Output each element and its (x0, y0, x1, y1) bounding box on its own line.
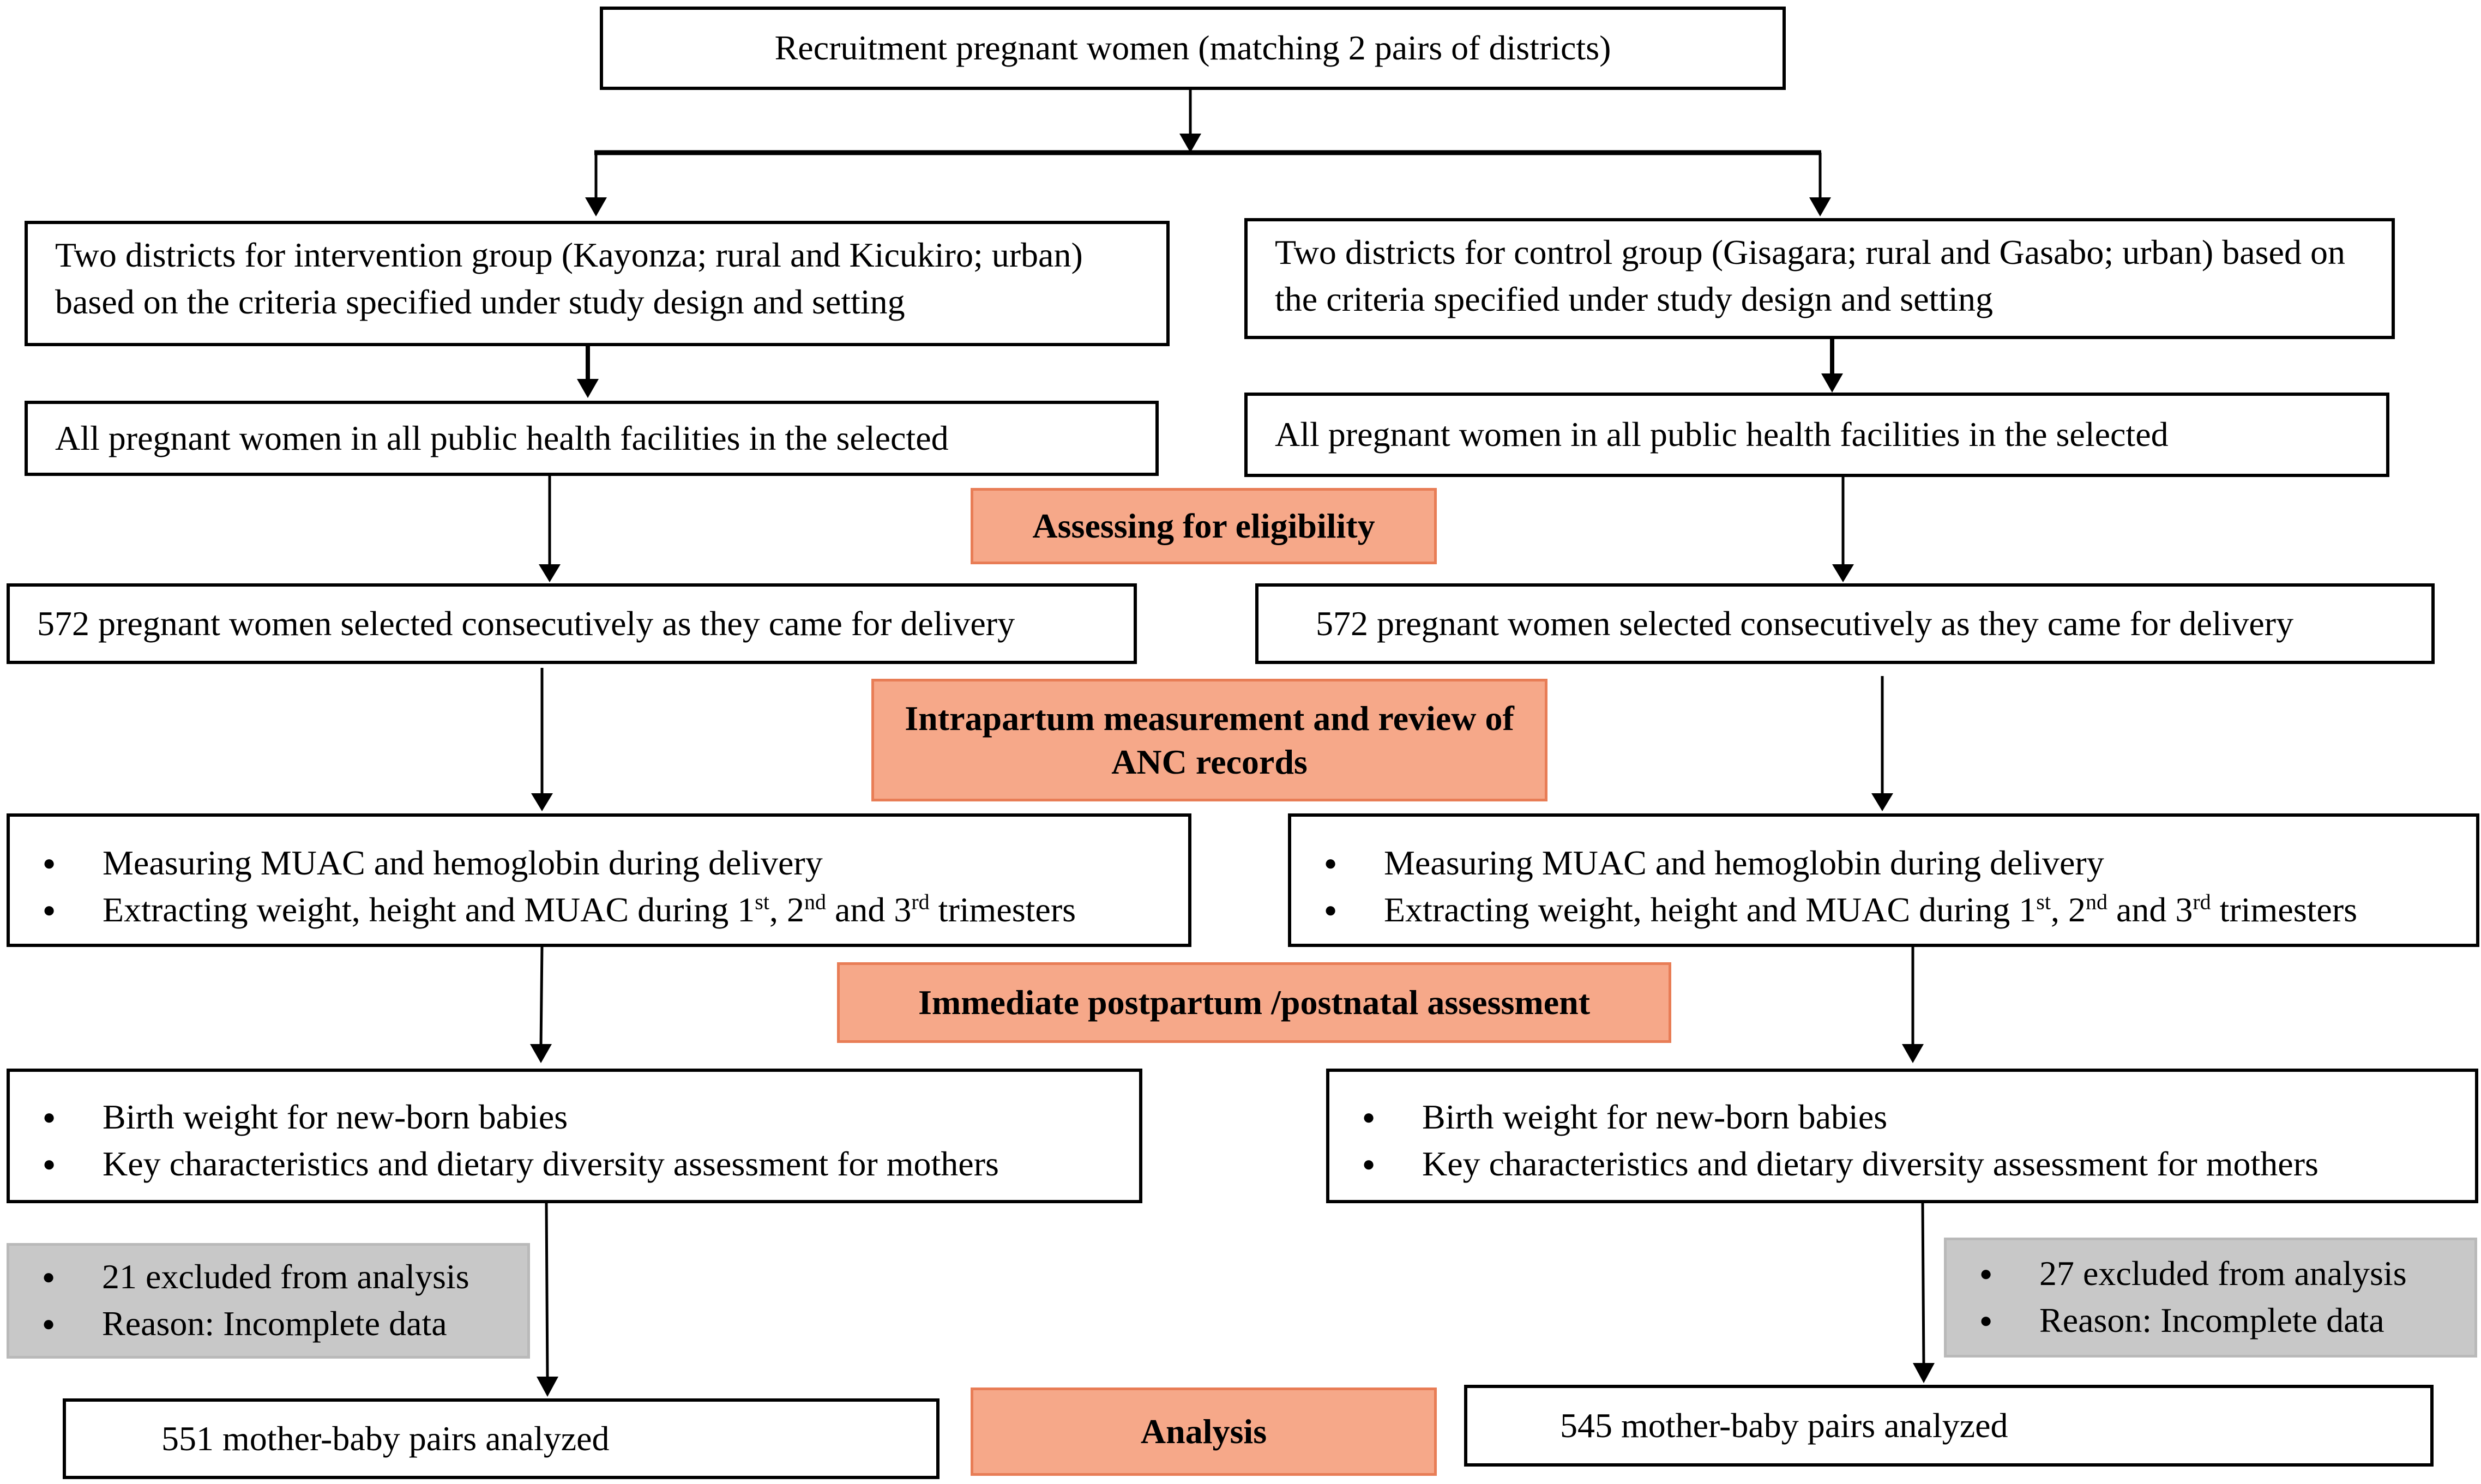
intervention-excluded-box: 21 excluded from analysis Reason: Incomp… (7, 1243, 530, 1359)
intervention-all-women-box: All pregnant women in all public health … (25, 401, 1159, 476)
stage-postpartum-label: Immediate postpartum /postnatal assessme… (918, 983, 1590, 1022)
control-excluded-item-2: Reason: Incomplete data (1968, 1297, 2474, 1344)
control-measurement-box: Measuring MUAC and hemoglobin during del… (1288, 813, 2479, 947)
intervention-analyzed-text: 551 mother-baby pairs analyzed (161, 1419, 610, 1458)
stage-eligibility: Assessing for eligibility (971, 488, 1437, 564)
stage-intrapartum-label: Intrapartum measurement and review of AN… (905, 698, 1514, 781)
intervention-measure-item-1: Measuring MUAC and hemoglobin during del… (32, 840, 1188, 886)
control-postpartum-box: Birth weight for new-born babies Key cha… (1326, 1069, 2478, 1203)
intervention-post-item-1: Birth weight for new-born babies (32, 1094, 1139, 1141)
control-selected-box: 572 pregnant women selected consecutivel… (1255, 583, 2435, 664)
control-analyzed-box: 545 mother-baby pairs analyzed (1464, 1385, 2434, 1467)
recruitment-text: Recruitment pregnant women (matching 2 p… (774, 28, 1611, 68)
control-selected-text: 572 pregnant women selected consecutivel… (1316, 604, 2294, 643)
intervention-all-women-text: All pregnant women in all public health … (55, 418, 949, 457)
control-all-women-box: All pregnant women in all public health … (1244, 393, 2389, 477)
control-districts-text: Two districts for control group (Gisagar… (1275, 233, 2345, 319)
intervention-postpartum-box: Birth weight for new-born babies Key cha… (7, 1069, 1142, 1203)
intervention-measure-item-2: Extracting weight, height and MUAC durin… (32, 886, 1188, 933)
intervention-selected-box: 572 pregnant women selected consecutivel… (7, 583, 1137, 664)
control-excluded-box: 27 excluded from analysis Reason: Incomp… (1944, 1238, 2477, 1358)
recruitment-box: Recruitment pregnant women (matching 2 p… (600, 7, 1786, 90)
control-analyzed-text: 545 mother-baby pairs analyzed (1560, 1405, 2008, 1445)
intervention-districts-box: Two districts for intervention group (Ka… (25, 221, 1170, 346)
stage-analysis-label: Analysis (1140, 1412, 1267, 1451)
intervention-measurement-box: Measuring MUAC and hemoglobin during del… (7, 813, 1191, 947)
control-measure-item-1: Measuring MUAC and hemoglobin during del… (1313, 840, 2476, 886)
stage-eligibility-label: Assessing for eligibility (1032, 506, 1375, 545)
intervention-districts-text: Two districts for intervention group (Ka… (55, 236, 1083, 322)
intervention-analyzed-box: 551 mother-baby pairs analyzed (63, 1398, 940, 1479)
control-measure-item-2: Extracting weight, height and MUAC durin… (1313, 886, 2476, 933)
control-post-item-1: Birth weight for new-born babies (1351, 1094, 2475, 1141)
intervention-excluded-item-2: Reason: Incomplete data (31, 1300, 527, 1347)
intervention-excluded-item-1: 21 excluded from analysis (31, 1253, 527, 1300)
stage-analysis: Analysis (971, 1388, 1437, 1476)
control-districts-box: Two districts for control group (Gisagar… (1244, 218, 2395, 339)
intervention-selected-text: 572 pregnant women selected consecutivel… (37, 604, 1015, 643)
intervention-post-item-2: Key characteristics and dietary diversit… (32, 1141, 1139, 1187)
control-all-women-text: All pregnant women in all public health … (1275, 415, 2169, 454)
control-post-item-2: Key characteristics and dietary diversit… (1351, 1141, 2475, 1187)
stage-postpartum: Immediate postpartum /postnatal assessme… (837, 962, 1671, 1043)
control-excluded-item-1: 27 excluded from analysis (1968, 1250, 2474, 1297)
stage-intrapartum: Intrapartum measurement and review of AN… (871, 679, 1547, 801)
